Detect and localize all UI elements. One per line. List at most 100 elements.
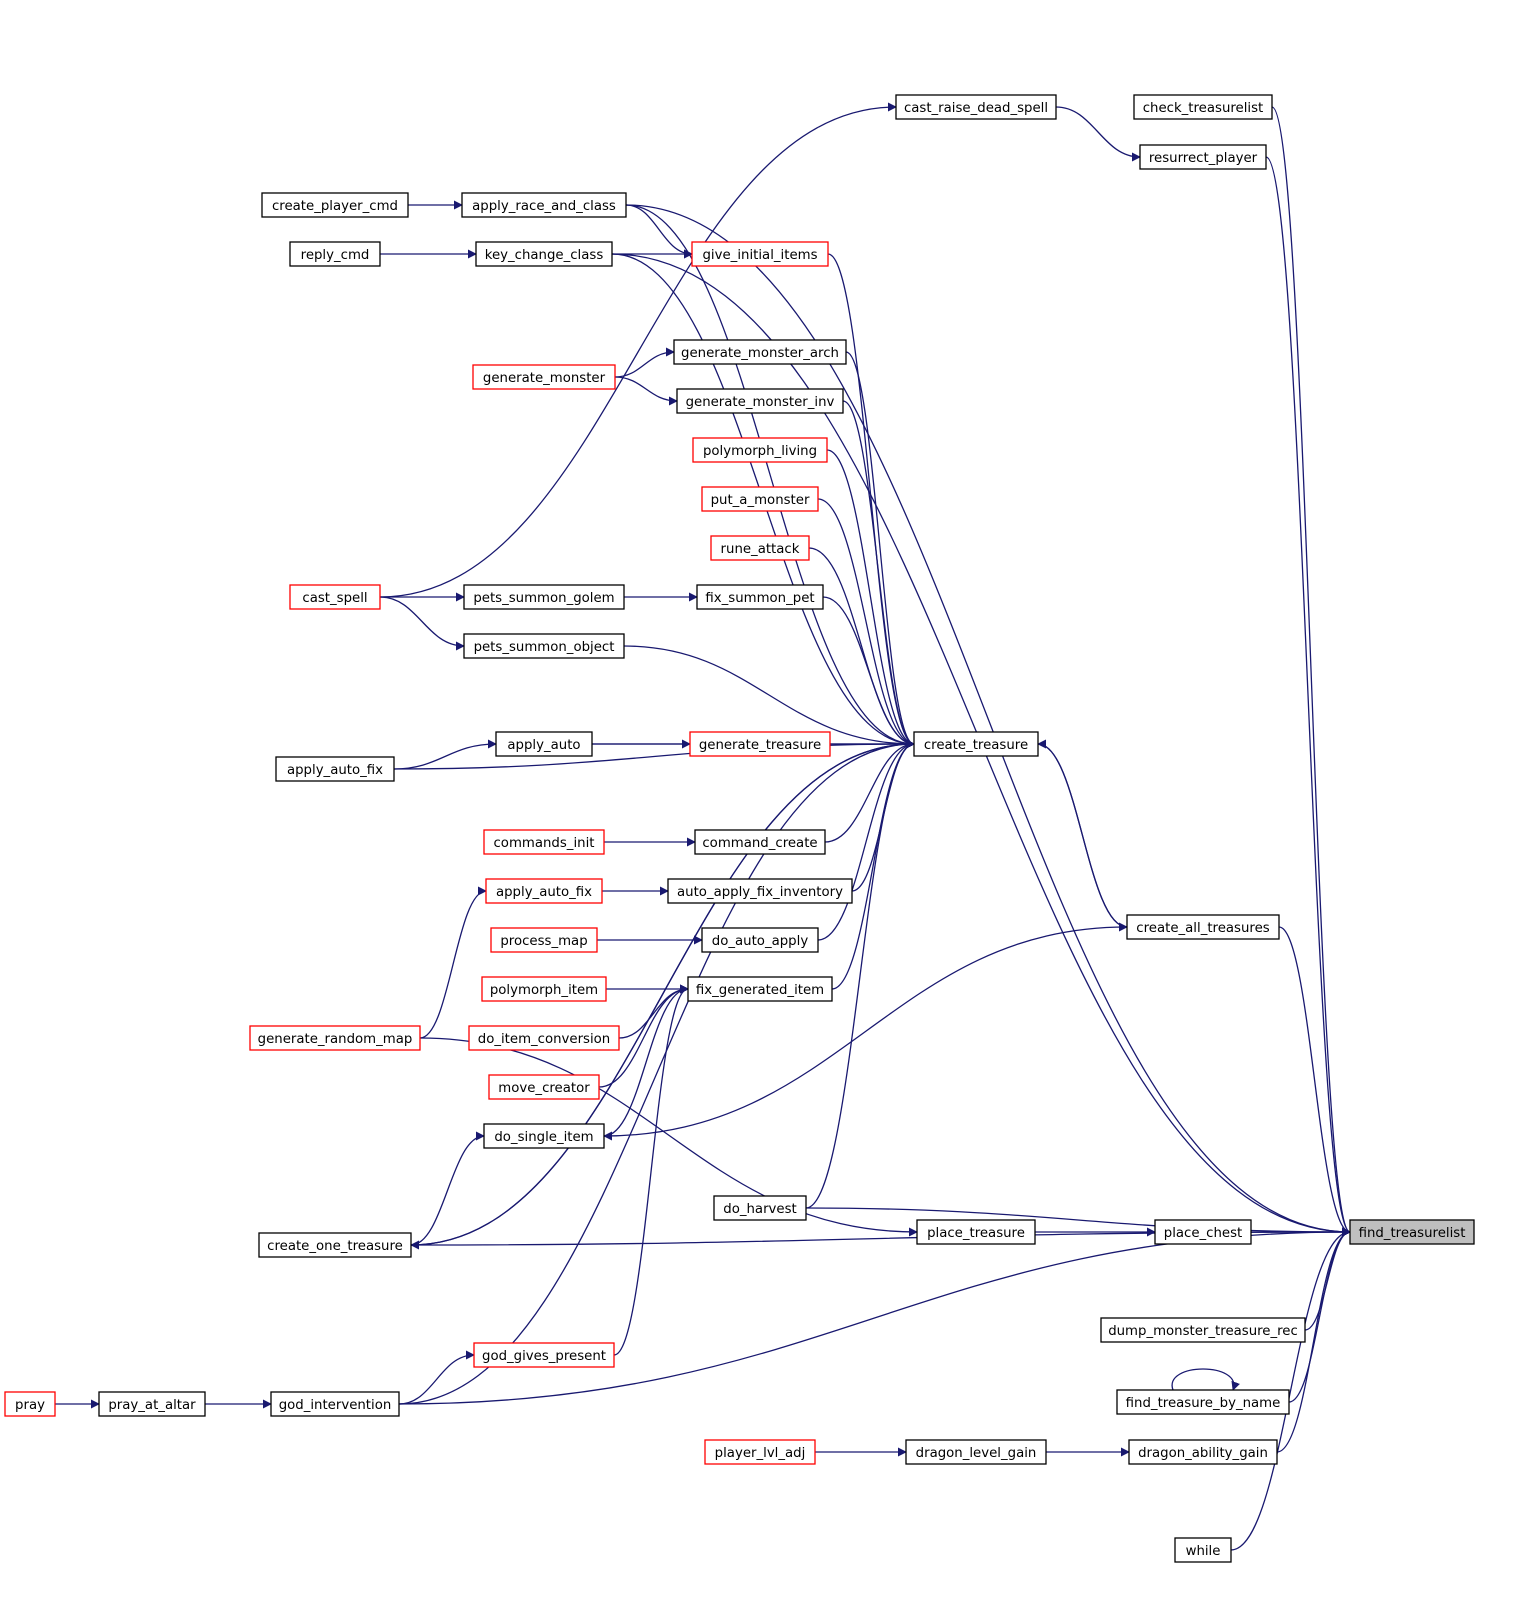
node-label: dump_monster_treasure_rec xyxy=(1108,1324,1298,1339)
node-pray-at-altar[interactable]: pray_at_altar xyxy=(98,1391,206,1417)
edge-create_one_treasure-to-do_single_item xyxy=(410,1131,485,1246)
node-generate-monster-inv[interactable]: generate_monster_inv xyxy=(676,388,844,414)
node-place-chest[interactable]: place_chest xyxy=(1154,1219,1252,1245)
node-put-a-monster[interactable]: put_a_monster xyxy=(701,486,819,512)
edge-fix_summon_pet-to-create_treasure xyxy=(822,596,915,749)
node-polymorph-item[interactable]: polymorph_item xyxy=(481,976,607,1002)
node-god-intervention[interactable]: god_intervention xyxy=(270,1391,400,1417)
node-box xyxy=(1116,1389,1290,1415)
node-create-one-treasure[interactable]: create_one_treasure xyxy=(258,1232,412,1258)
node-box xyxy=(270,1391,400,1417)
node-label: process_map xyxy=(500,934,587,949)
node-check-treasurelist[interactable]: check_treasurelist xyxy=(1133,94,1273,120)
node-label: pets_summon_golem xyxy=(473,591,614,606)
node-apply-auto[interactable]: apply_auto xyxy=(495,731,593,757)
node-dragon-level-gain[interactable]: dragon_level_gain xyxy=(905,1439,1047,1465)
edge-apply_race_and_class-to-give_initial_items xyxy=(625,204,693,259)
node-do-harvest[interactable]: do_harvest xyxy=(713,1195,807,1221)
edge-do_harvest-to-find_treasurelist xyxy=(805,1207,1351,1237)
node-label: pray_at_altar xyxy=(108,1398,196,1413)
node-auto-apply-fix-inventory[interactable]: auto_apply_fix_inventory xyxy=(667,878,853,904)
node-pets-summon-object[interactable]: pets_summon_object xyxy=(463,633,625,659)
edge-dragon_ability_gain-to-find_treasurelist xyxy=(1276,1227,1351,1453)
node-box xyxy=(249,1025,421,1051)
node-commands-init[interactable]: commands_init xyxy=(483,829,605,855)
edge-command_create-to-create_treasure xyxy=(824,739,915,843)
node-pets-summon-golem[interactable]: pets_summon_golem xyxy=(463,584,625,610)
edge-while-to-find_treasurelist xyxy=(1230,1227,1351,1551)
node-label: apply_auto_fix xyxy=(496,885,592,900)
edge-cast_raise_dead_spell-to-resurrect_player xyxy=(1055,106,1141,162)
node-box xyxy=(1126,914,1280,940)
edge-generate_monster_inv-to-create_treasure xyxy=(842,400,915,749)
node-label: pray xyxy=(15,1398,45,1413)
node-do-single-item[interactable]: do_single_item xyxy=(483,1123,605,1149)
node-find-treasure-by-name[interactable]: find_treasure_by_name xyxy=(1116,1389,1290,1415)
node-while[interactable]: while xyxy=(1174,1537,1232,1563)
node-box xyxy=(461,192,627,218)
node-god-gives-present[interactable]: god_gives_present xyxy=(473,1342,615,1368)
node-box xyxy=(1349,1219,1475,1245)
node-generate-treasure[interactable]: generate_treasure xyxy=(689,731,831,757)
edge-generate_monster-to-generate_monster_arch xyxy=(614,347,675,378)
node-create-all-treasures[interactable]: create_all_treasures xyxy=(1126,914,1280,940)
node-resurrect-player[interactable]: resurrect_player xyxy=(1139,144,1267,170)
edge-generate_random_map-to-apply_auto_fix_red xyxy=(419,886,487,1039)
node-box xyxy=(1128,1439,1278,1465)
node-label: polymorph_item xyxy=(490,983,598,998)
edge-generate_monster_arch-to-create_treasure xyxy=(845,351,915,749)
node-box xyxy=(98,1391,206,1417)
node-box xyxy=(694,829,826,855)
edge-god_intervention-to-create_treasure xyxy=(398,739,915,1405)
node-place-treasure[interactable]: place_treasure xyxy=(916,1219,1036,1245)
node-generate-monster[interactable]: generate_monster xyxy=(472,364,616,390)
node-give-initial-items[interactable]: give_initial_items xyxy=(691,241,829,267)
node-label: rune_attack xyxy=(721,542,800,557)
node-box xyxy=(692,437,828,463)
node-player-lvl-adj[interactable]: player_lvl_adj xyxy=(704,1439,816,1465)
node-box xyxy=(289,584,381,610)
node-label: place_chest xyxy=(1164,1226,1242,1241)
node-polymorph-living[interactable]: polymorph_living xyxy=(692,437,828,463)
node-label: generate_monster xyxy=(483,371,606,386)
node-label: create_one_treasure xyxy=(267,1239,403,1254)
node-process-map[interactable]: process_map xyxy=(490,927,598,953)
node-do-item-conversion[interactable]: do_item_conversion xyxy=(468,1025,620,1051)
node-find-treasurelist[interactable]: find_treasurelist xyxy=(1349,1219,1475,1245)
node-fix-generated-item[interactable]: fix_generated_item xyxy=(687,976,833,1002)
node-reply-cmd[interactable]: reply_cmd xyxy=(289,241,381,267)
node-label: pets_summon_object xyxy=(474,640,615,655)
node-generate-monster-arch[interactable]: generate_monster_arch xyxy=(673,339,847,365)
node-label: player_lvl_adj xyxy=(715,1446,806,1461)
node-cast-spell[interactable]: cast_spell xyxy=(289,584,381,610)
node-command-create[interactable]: command_create xyxy=(694,829,826,855)
edge-create_all_treasures-to-do_single_item xyxy=(603,926,1128,1141)
node-apply-auto-fix-top[interactable]: apply_auto_fix xyxy=(275,756,395,782)
node-apply-race-and-class[interactable]: apply_race_and_class xyxy=(461,192,627,218)
node-key-change-class[interactable]: key_change_class xyxy=(475,241,613,267)
node-dragon-ability-gain[interactable]: dragon_ability_gain xyxy=(1128,1439,1278,1465)
node-label: dragon_ability_gain xyxy=(1138,1446,1268,1461)
node-label: do_auto_apply xyxy=(712,934,809,949)
node-create-treasure[interactable]: create_treasure xyxy=(913,731,1039,757)
node-label: reply_cmd xyxy=(301,248,370,263)
node-generate-random-map[interactable]: generate_random_map xyxy=(249,1025,421,1051)
node-label: polymorph_living xyxy=(703,444,817,459)
edge-polymorph_living-to-create_treasure xyxy=(826,449,915,749)
node-cast-raise-dead-spell[interactable]: cast_raise_dead_spell xyxy=(895,94,1057,120)
node-rune-attack[interactable]: rune_attack xyxy=(710,535,810,561)
edge-find_treasure_by_name-to-find_treasure_by_name xyxy=(1171,1368,1240,1391)
node-do-auto-apply[interactable]: do_auto_apply xyxy=(701,927,819,953)
node-box xyxy=(4,1391,56,1417)
node-pray[interactable]: pray xyxy=(4,1391,56,1417)
nodes-layer: find_treasurelist check_treasurelist cast_… xyxy=(4,94,1475,1563)
node-apply-auto-fix-red[interactable]: apply_auto_fix xyxy=(485,878,603,904)
node-create-player-cmd[interactable]: create_player_cmd xyxy=(261,192,409,218)
node-box xyxy=(710,535,810,561)
node-box xyxy=(687,976,833,1002)
node-fix-summon-pet[interactable]: fix_summon_pet xyxy=(696,584,824,610)
node-dump-monster-treasure-rec[interactable]: dump_monster_treasure_rec xyxy=(1100,1317,1306,1343)
node-box xyxy=(689,731,831,757)
node-box xyxy=(1174,1537,1232,1563)
node-move-creator[interactable]: move_creator xyxy=(488,1074,600,1100)
